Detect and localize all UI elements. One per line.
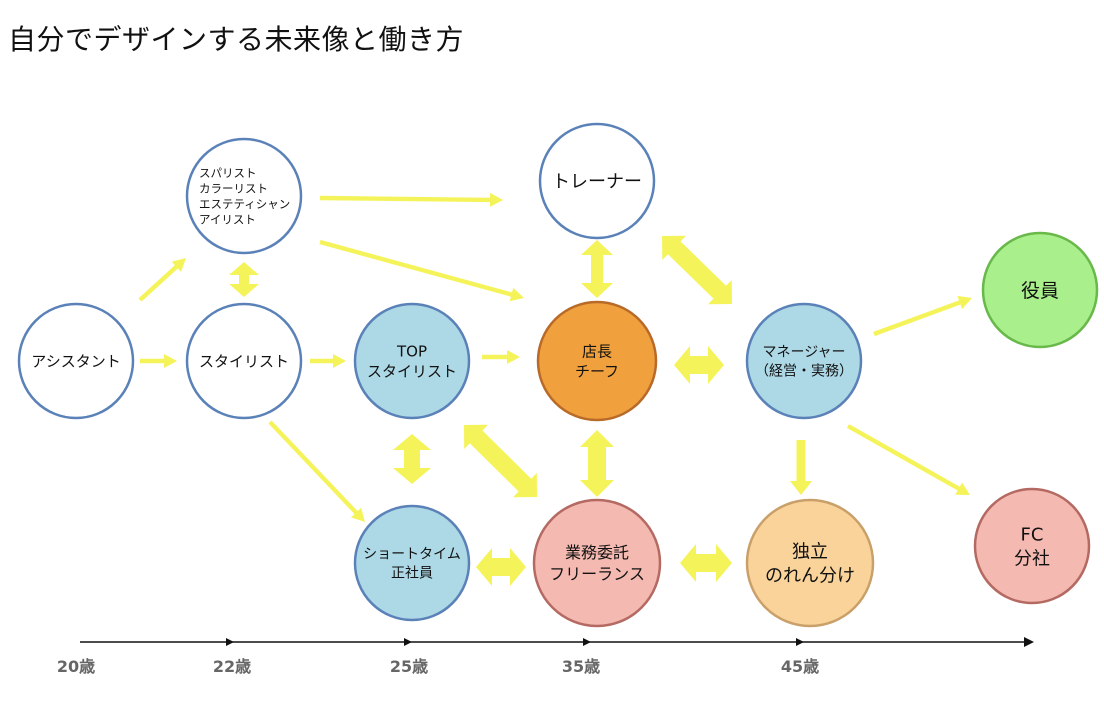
- node-top-stylist: TOP スタイリスト: [353, 302, 471, 420]
- node-circle: [973, 487, 1091, 605]
- node-label: スタイリスト: [367, 363, 457, 381]
- double-arrow-trainer-manager: [662, 235, 732, 305]
- timeline-tick-arrow: [796, 638, 804, 646]
- node-trainer: トレーナー: [538, 122, 656, 240]
- arrows-layer: [138, 192, 972, 586]
- arrow-manager-to-fc: [846, 424, 970, 495]
- node-label: カラーリスト: [199, 181, 268, 195]
- node-label: 独立: [792, 541, 828, 562]
- double-arrow-specialist-stylist: [229, 262, 259, 297]
- node-label: ショートタイム: [363, 547, 461, 563]
- node-label: スタイリスト: [199, 352, 289, 370]
- node-circle: [353, 504, 471, 622]
- node-circle: [17, 302, 135, 420]
- node-circle: [745, 498, 875, 628]
- node-label: 分社: [1014, 549, 1050, 570]
- age-label: 35歳: [562, 657, 600, 676]
- double-arrow-freelance-independent: [680, 544, 732, 582]
- node-label: 正社員: [391, 565, 433, 581]
- node-label: チーフ: [575, 363, 619, 381]
- node-label: 役員: [1021, 280, 1059, 302]
- timeline-tick-arrow: [583, 638, 591, 646]
- arrow-manager-to-independent: [790, 440, 812, 495]
- double-arrow-chief-freelance: [580, 430, 614, 497]
- arrow-assistant-to-specialist: [138, 258, 186, 302]
- node-manager: マネージャー （経営・実務）: [745, 302, 863, 420]
- timeline: 20歳 22歳 25歳 35歳 45歳: [57, 637, 1034, 676]
- arrow-top-to-chief: [482, 350, 520, 364]
- node-label: 店長: [582, 342, 612, 360]
- double-arrow-trainer-chief: [581, 240, 613, 298]
- node-label: エステティシャン: [199, 197, 290, 211]
- age-label: 20歳: [57, 657, 95, 676]
- node-label: 業務委託: [565, 543, 629, 562]
- arrow-assistant-to-stylist: [140, 354, 177, 368]
- arrow-stylist-to-shorttime: [268, 420, 365, 522]
- page-title: 自分でデザインする未来像と働き方: [8, 23, 465, 56]
- age-label: 45歳: [781, 657, 819, 676]
- node-label: マネージャー: [762, 345, 845, 361]
- node-circle: [353, 302, 471, 420]
- timeline-tick-arrow: [404, 638, 412, 646]
- node-stylist: スタイリスト: [185, 302, 303, 420]
- node-label: FC: [1021, 524, 1044, 545]
- node-circle: [536, 300, 658, 422]
- node-circle: [981, 231, 1099, 349]
- node-label: （経営・実務）: [755, 363, 853, 379]
- arrow-specialist-to-chief: [319, 239, 524, 302]
- node-label: TOP: [396, 342, 427, 360]
- node-label: トレーナー: [552, 171, 642, 192]
- timeline-end-arrow: [1024, 637, 1034, 647]
- node-fc: FC 分社: [973, 487, 1091, 605]
- arrow-stylist-to-top: [310, 354, 346, 368]
- double-arrow-shorttime-freelance: [476, 548, 526, 586]
- age-label: 22歳: [213, 657, 251, 676]
- age-label: 25歳: [390, 657, 428, 676]
- node-circle: [745, 302, 863, 420]
- node-assistant: アシスタント: [17, 302, 135, 420]
- node-circle: [538, 122, 656, 240]
- double-arrow-top-shorttime: [393, 434, 431, 484]
- node-circle: [532, 498, 662, 628]
- arrow-specialist-to-trainer: [320, 192, 503, 207]
- node-label: のれん分け: [765, 566, 855, 587]
- node-circle: [185, 137, 303, 255]
- arrow-manager-to-executive: [873, 295, 972, 337]
- double-arrow-chief-manager: [674, 346, 724, 384]
- node-label: アイリスト: [199, 212, 256, 226]
- node-label: アシスタント: [31, 352, 120, 370]
- node-executive: 役員: [981, 231, 1099, 349]
- node-circle: [185, 302, 303, 420]
- node-label: フリーランス: [549, 565, 645, 584]
- timeline-tick-arrow: [226, 638, 234, 646]
- node-label: スパリスト: [199, 166, 257, 180]
- double-arrow-top-freelance: [464, 424, 537, 498]
